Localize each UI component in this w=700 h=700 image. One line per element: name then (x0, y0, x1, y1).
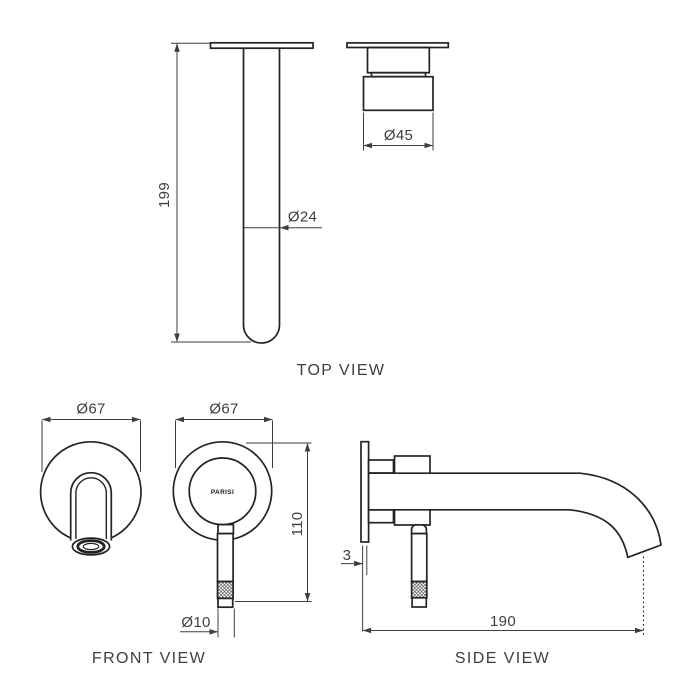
arrowhead-right (209, 629, 218, 635)
lever-cap-side (411, 596, 428, 608)
front-view-label: FRONT VIEW (92, 650, 206, 667)
lever-shaft-side (410, 532, 428, 583)
dim-label-d10: Ø10 (181, 614, 210, 631)
spout-body-inner (75, 477, 107, 539)
wall-plate-edge (209, 41, 314, 50)
handle-neck-upper (367, 459, 395, 474)
spout-top-view (209, 41, 314, 344)
arrowhead-left (363, 142, 372, 149)
dim-spout-length: 199 (156, 42, 251, 343)
spout-body-outer (69, 471, 113, 541)
dim-label-199: 199 (156, 182, 173, 208)
handle-top-view (346, 42, 450, 112)
spout-side (367, 472, 662, 559)
dim-label-d67-handle: Ø67 (209, 401, 238, 418)
dim-plate-thickness: 3 (341, 545, 368, 632)
arrowhead-right (635, 627, 644, 634)
lever-shaft (216, 532, 234, 583)
arrowhead-left (280, 224, 289, 231)
arrowhead-up (174, 43, 180, 52)
handle-flange (366, 46, 431, 74)
lever-cap (217, 597, 234, 609)
handle-neck-lower (367, 508, 395, 524)
dim-label-110: 110 (289, 512, 306, 537)
brand-logo: PARISI (211, 489, 234, 496)
lever-knurl (216, 580, 234, 600)
spout-mouth-inner (82, 542, 100, 551)
arrowhead-left (175, 416, 184, 423)
spout-tube (242, 48, 281, 344)
arrowhead-up (304, 443, 311, 452)
lever-knurl-side (410, 580, 428, 599)
arrowhead-right (132, 416, 141, 423)
front-view: PARISI Ø67 Ø67 (39, 401, 312, 667)
dim-spout-projection: 190 (362, 556, 645, 638)
spout-front-view (39, 440, 142, 556)
dim-handle-diameter: Ø45 (363, 112, 434, 151)
lever-dome (410, 524, 428, 535)
dim-label-d45: Ø45 (384, 127, 413, 144)
handle-front-view (172, 440, 273, 609)
arrowhead-left (362, 627, 372, 634)
wall-plate (360, 440, 370, 543)
dim-handle-flange-diameter: Ø67 (175, 401, 273, 468)
arrowhead-down (304, 593, 311, 602)
dim-label-190: 190 (490, 613, 516, 630)
handle-knob (362, 75, 434, 112)
lever-neck (217, 523, 235, 535)
dim-spout-flange-diameter: Ø67 (41, 401, 141, 472)
spout-mouth-ring (76, 539, 106, 554)
dim-label-d67-spout: Ø67 (76, 401, 105, 418)
arrowhead-right (354, 560, 363, 567)
dim-spout-diameter: Ø24 (243, 209, 322, 231)
dim-handle-height: 110 (235, 442, 312, 602)
top-view: 199 Ø24 Ø45 TOP VIEW (156, 41, 450, 379)
arrowhead-right (264, 416, 273, 423)
arrowhead-left (42, 416, 51, 423)
dim-label-d24: Ø24 (288, 209, 317, 226)
top-view-label: TOP VIEW (297, 362, 386, 379)
dim-lever-diameter: Ø10 (180, 608, 235, 638)
side-view-label: SIDE VIEW (455, 650, 550, 667)
arrowhead-right (424, 142, 433, 149)
side-view: 3 190 SIDE VIEW (341, 440, 662, 667)
dim-label-3: 3 (343, 547, 352, 564)
mixer-side-view (360, 440, 662, 608)
arrowhead-down (174, 333, 180, 342)
